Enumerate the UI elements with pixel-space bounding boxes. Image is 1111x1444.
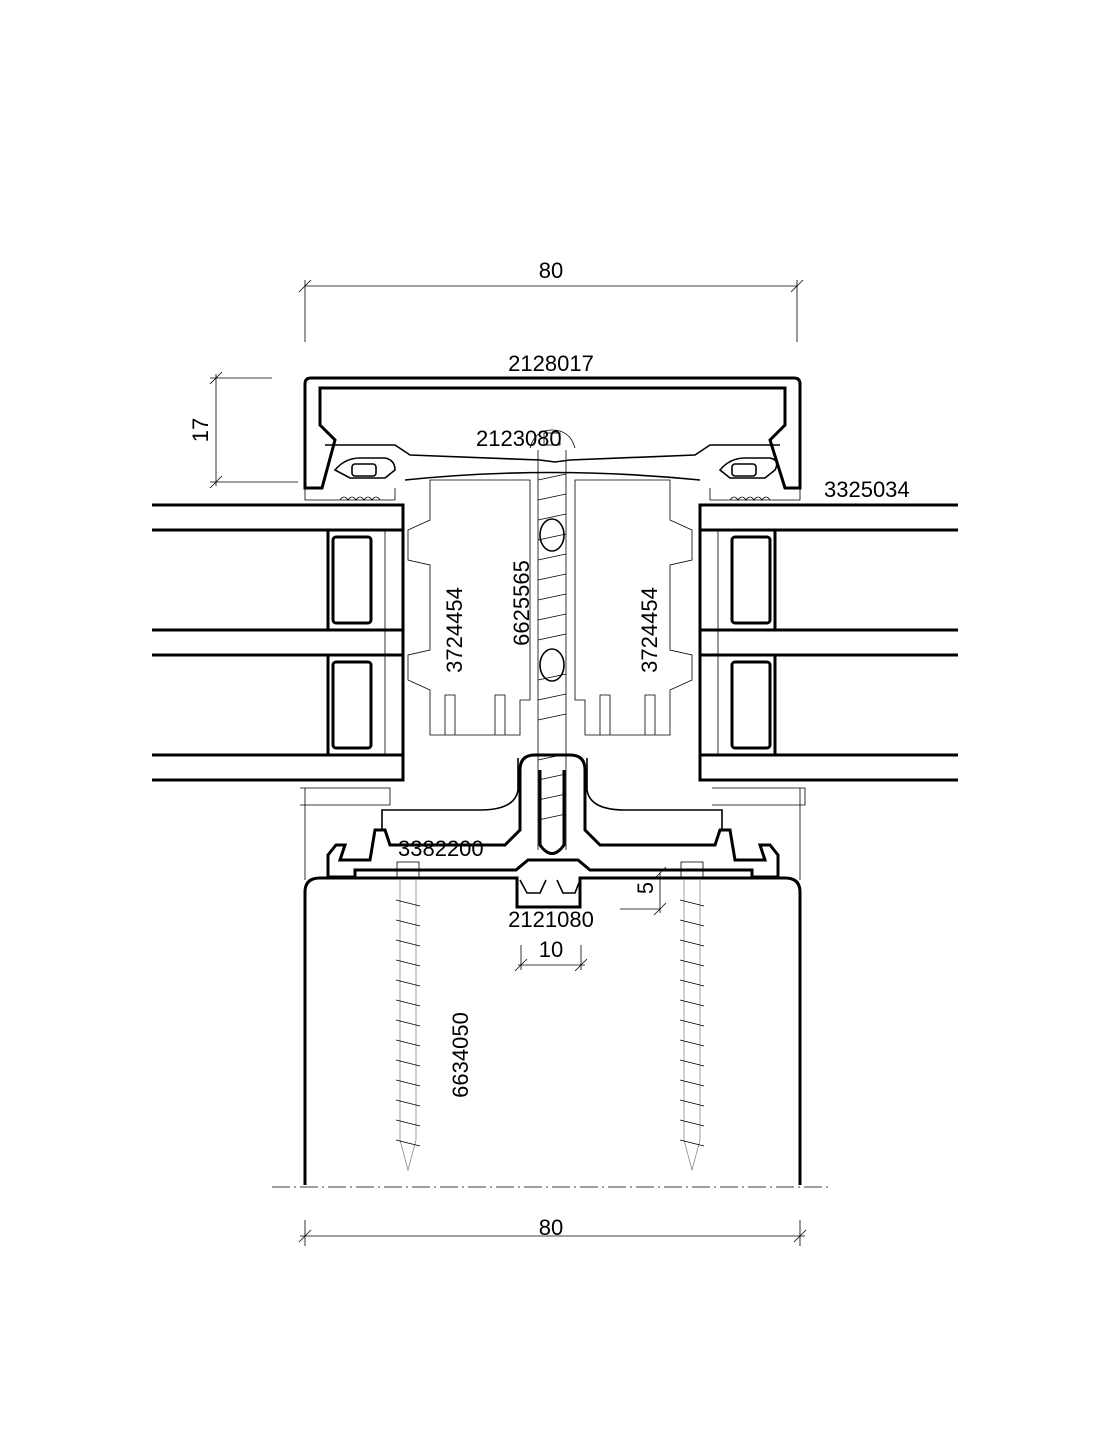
timber-post: 2121080 bbox=[272, 876, 830, 1188]
groove-width-label: 10 bbox=[539, 937, 563, 962]
glazing-gasket-label: 3325034 bbox=[824, 477, 910, 502]
threaded-rod-label: 6625565 bbox=[509, 560, 534, 646]
cover-cap-profile: 2128017 bbox=[303, 351, 802, 490]
wood-screws: 6634050 bbox=[395, 861, 705, 1172]
left-glazing-unit bbox=[152, 503, 405, 782]
insulator-right-label: 3724454 bbox=[637, 587, 662, 673]
cap-height-label: 17 bbox=[188, 418, 213, 442]
groove-insert-label: 2121080 bbox=[508, 907, 594, 932]
base-profile-label: 3382200 bbox=[398, 836, 484, 861]
bottom-width-label: 80 bbox=[539, 1215, 563, 1240]
groove-width-dimension: 10 bbox=[514, 937, 588, 972]
groove-depth-label: 5 bbox=[633, 882, 658, 894]
cover-cap-label: 2128017 bbox=[508, 351, 594, 376]
insulator-profiles: 3724454 3724454 bbox=[407, 479, 693, 736]
cap-screw-label: 2123080 bbox=[476, 426, 562, 451]
base-profile: 3382200 bbox=[300, 753, 806, 880]
central-screw: 2123080 6625565 bbox=[476, 426, 576, 850]
wood-screw-label: 6634050 bbox=[448, 1012, 473, 1098]
cap-height-dimension: 17 bbox=[188, 371, 298, 489]
top-width-label: 80 bbox=[539, 258, 563, 283]
right-glazing-unit bbox=[698, 503, 958, 782]
bottom-width-dimension: 80 bbox=[298, 1215, 807, 1246]
top-width-dimension: 80 bbox=[298, 258, 804, 342]
glazing-gaskets-top: 3325034 bbox=[304, 477, 910, 502]
groove-depth-dimension: 5 bbox=[620, 866, 667, 916]
insulator-left-label: 3724454 bbox=[442, 587, 467, 673]
